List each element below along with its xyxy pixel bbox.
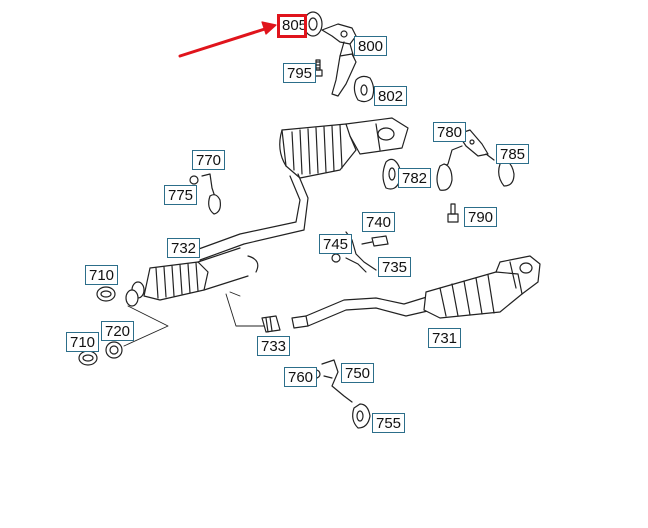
part-720-clamp	[105, 341, 123, 359]
part-802-mount	[353, 75, 375, 103]
highlight-arrow	[178, 21, 277, 58]
part-731-rear-section	[291, 255, 541, 329]
callout-733: 733	[257, 336, 291, 356]
part-710-clamp-a	[96, 286, 116, 302]
callout-710-upper: 710	[85, 265, 119, 285]
callout-782: 782	[398, 168, 432, 188]
part-710-clamp-b	[78, 350, 98, 366]
part-733-coupling	[261, 315, 281, 333]
part-740-bolt	[361, 235, 389, 247]
callout-710-lower: 710	[66, 332, 100, 352]
part-rear-muffler-upper	[279, 117, 409, 179]
callout-731: 731	[428, 328, 462, 348]
part-732-front-converter	[125, 247, 259, 307]
part-775-mount	[208, 194, 221, 215]
part-755-mount	[352, 403, 371, 429]
leader-lines	[123, 291, 267, 347]
part-750-bracket	[321, 359, 353, 403]
part-770-bracket	[189, 173, 217, 201]
callout-785: 785	[496, 144, 530, 164]
callout-760: 760	[284, 367, 318, 387]
part-upper-pipe	[195, 173, 309, 261]
part-780-lower-mount	[436, 163, 453, 191]
callout-795: 795	[283, 63, 317, 83]
part-745-nut	[331, 253, 341, 263]
callout-780: 780	[433, 122, 467, 142]
callout-750: 750	[341, 363, 375, 383]
callout-732: 732	[167, 238, 201, 258]
callout-775: 775	[164, 185, 198, 205]
callout-720: 720	[101, 321, 135, 341]
callout-770: 770	[192, 150, 226, 170]
part-782-mount	[382, 158, 401, 190]
callout-745: 745	[319, 234, 353, 254]
callout-790: 790	[464, 207, 498, 227]
callout-805-highlighted: 805	[277, 14, 307, 38]
callout-735: 735	[378, 257, 412, 277]
part-800-bracket	[321, 23, 357, 59]
callout-740: 740	[362, 212, 396, 232]
callout-755: 755	[372, 413, 406, 433]
callout-800: 800	[354, 36, 388, 56]
callout-802: 802	[374, 86, 408, 106]
part-790-bolt	[447, 203, 459, 223]
part-hanger-arm	[331, 53, 357, 97]
